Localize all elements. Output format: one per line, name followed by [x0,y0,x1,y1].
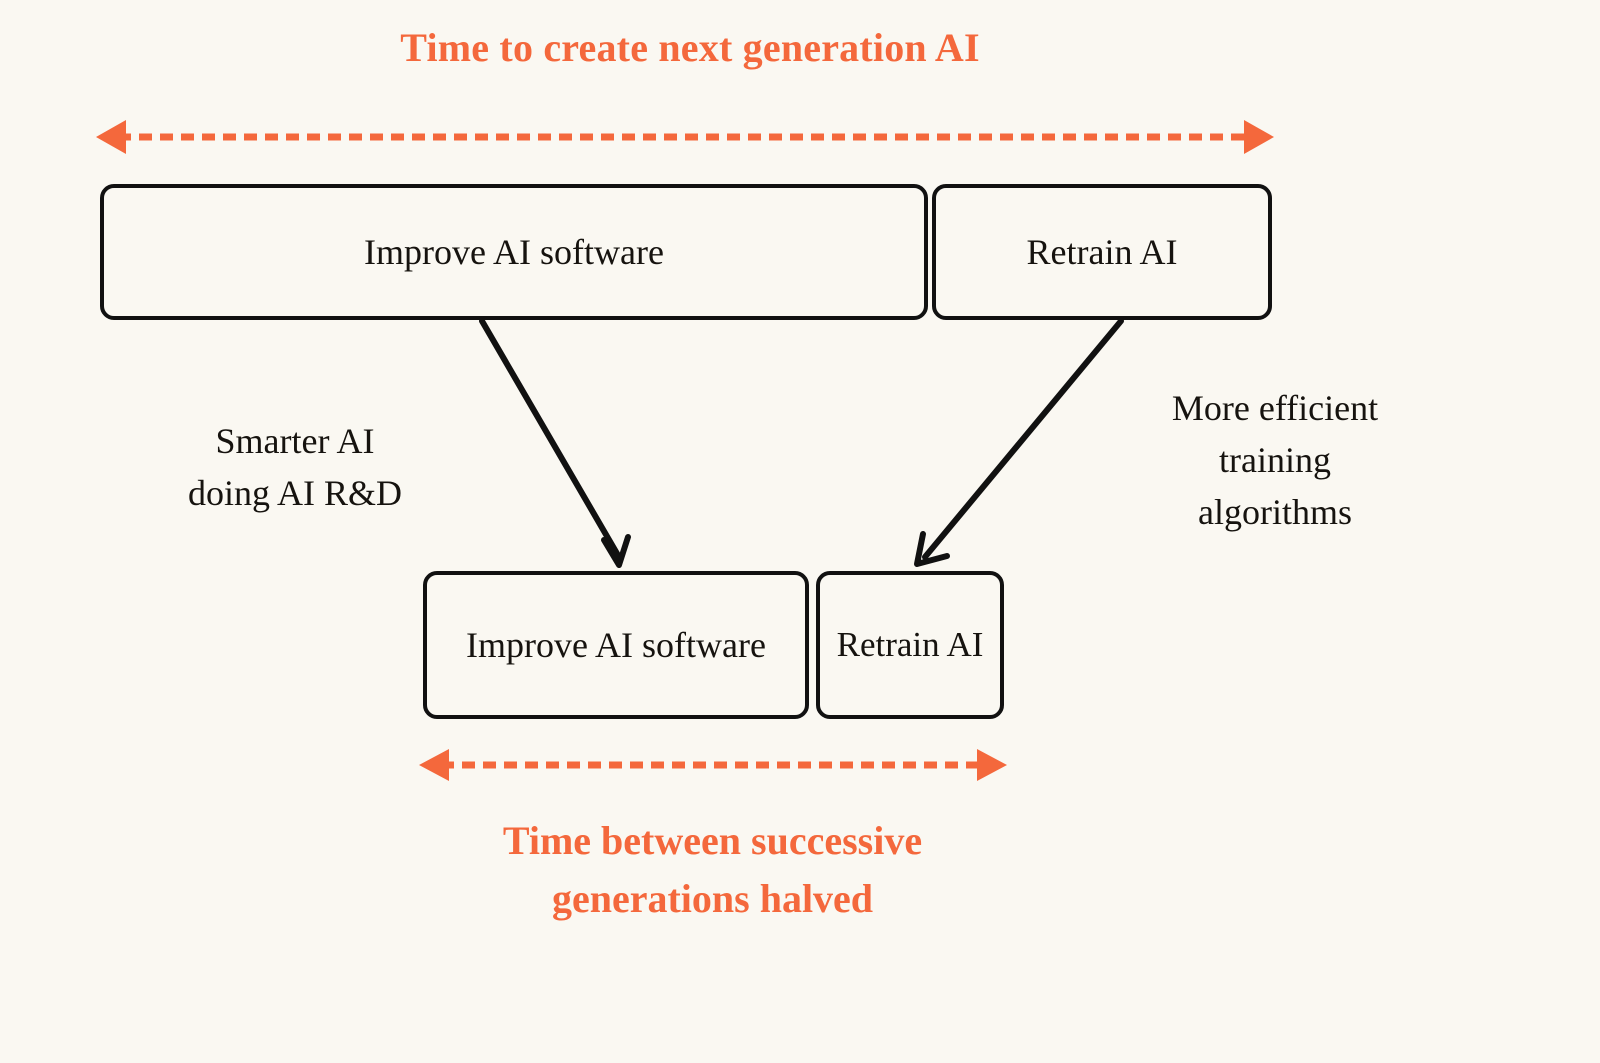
node-label-line-1: Retrain [836,624,940,664]
node-improve-ai-software-gen1[interactable]: Improve AI software [100,184,928,320]
annotation-line-2: doing AI R&D [187,473,402,514]
annotation-line-2: training [1219,440,1331,481]
bottom-caption-line-2: generations halved [551,876,874,921]
annotation-smarter-ai: Smarter AI doing AI R&D [130,415,460,519]
node-label-line-1: Improve AI [466,624,633,665]
annotation-line-1: Smarter AI [215,421,375,461]
annotation-line-3: algorithms [1198,492,1352,533]
node-improve-ai-software-gen2[interactable]: Improve AI software [423,571,809,719]
node-label: Improve AI software [364,231,664,272]
node-label-line-2: software [642,624,766,665]
bottom-measure-arrow-icon [419,749,1007,781]
node-retrain-ai-gen1[interactable]: Retrain AI [932,184,1272,320]
left-flow-arrow-icon [479,318,631,568]
node-label: Retrain AI [837,623,984,668]
node-label-line-2: AI [946,624,984,664]
top-measure-arrow-icon [96,120,1274,154]
annotation-line-1: More efficient [1171,388,1379,428]
annotation-more-efficient-training: More efficient training algorithms [1120,382,1430,539]
bottom-caption: Time between successive generations halv… [420,812,1005,928]
node-label: Improve AI software [466,622,766,668]
bottom-caption-line-1: Time between successive [502,818,923,863]
node-retrain-ai-gen2[interactable]: Retrain AI [816,571,1004,719]
right-flow-arrow-icon [914,318,1124,567]
node-label: Retrain AI [1026,231,1178,272]
page-title: Time to create next generation AI [400,25,980,70]
